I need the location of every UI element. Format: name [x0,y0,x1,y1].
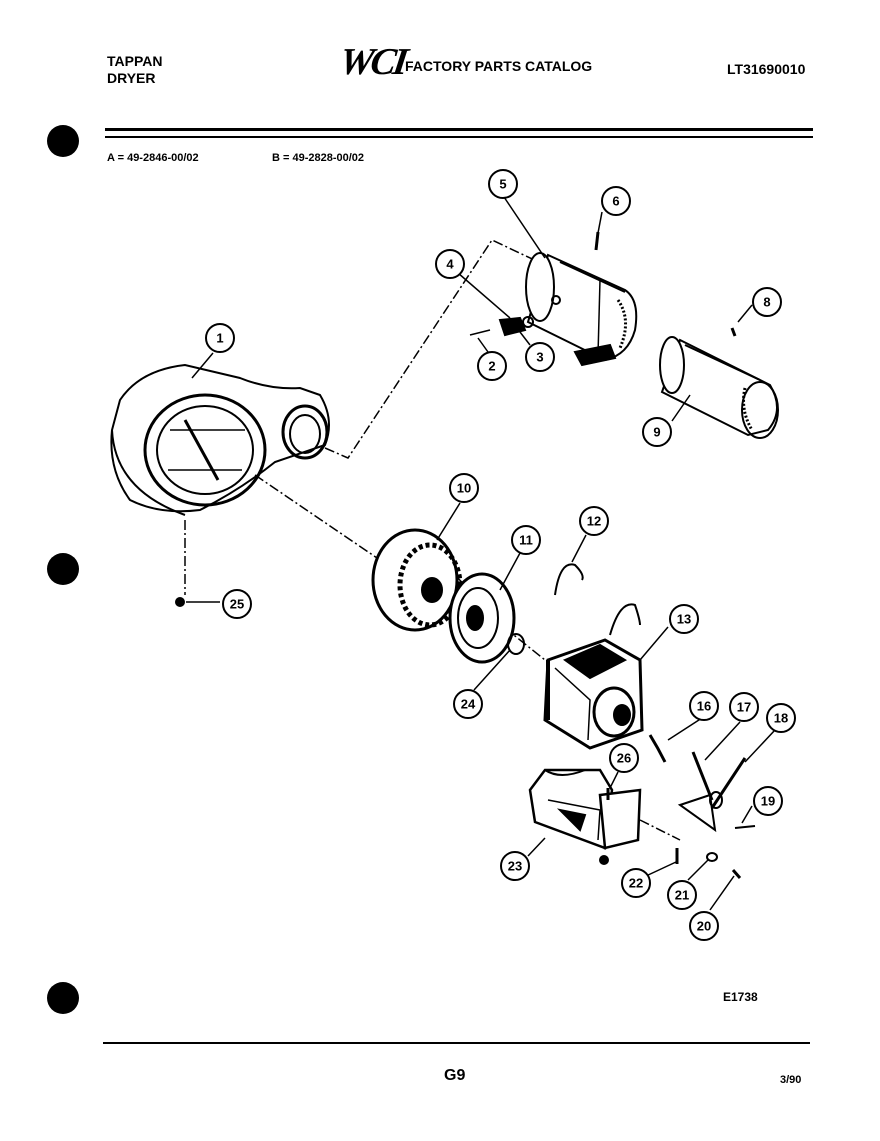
model-a: A = 49-2846-00/02 [107,152,199,164]
footer-rule [103,1042,810,1044]
callout-21: 21 [675,888,689,903]
callout-20: 20 [697,919,711,934]
callout-23: 23 [508,859,522,874]
screw-6 [594,231,600,251]
motor-mount [528,768,642,865]
strap-12 [554,563,584,596]
screw-8 [730,327,737,337]
screw-25 [175,597,185,607]
blower-wheel [371,528,463,632]
header-rule-top [105,128,813,131]
callout-22: 22 [629,876,643,891]
blower-housing [110,363,330,516]
brand-label: TAPPAN DRYER [107,53,162,87]
figure-code: E1738 [723,990,758,1004]
callout-16: 16 [697,699,711,714]
drive-motor [543,638,644,750]
callout-12: 12 [587,514,601,529]
callout-2: 2 [488,359,495,374]
catalog-date: 3/90 [780,1074,802,1086]
model-b: B = 49-2828-00/02 [272,152,365,164]
product-name: DRYER [107,70,156,86]
screw-19 [734,825,756,829]
binder-hole-middle [47,553,79,585]
thermostat-parts [469,316,534,337]
callout-11: 11 [519,533,533,548]
callout-5: 5 [499,177,506,192]
binder-hole-bottom [47,982,79,1014]
bearing [507,633,525,655]
catalog-title: FACTORY PARTS CATALOG [405,58,593,74]
heater-assembly [525,252,638,367]
heating-element [659,336,779,439]
callout-6: 6 [612,194,619,209]
callout-leaders [186,196,776,911]
clip-16 [648,734,667,763]
callout-10: 10 [457,481,471,496]
callout-26: 26 [617,751,631,766]
header-rule-bottom [105,136,813,138]
callout-circles [205,169,796,941]
binder-hole-top [47,125,79,157]
callout-18: 18 [774,711,788,726]
callout-1: 1 [216,331,223,346]
brand-name: TAPPAN [107,53,163,69]
callout-25: 25 [230,597,244,612]
callout-24: 24 [461,697,476,712]
callout-19: 19 [761,794,775,809]
strap-13 [609,603,641,636]
seal-plate [448,572,516,664]
callout-9: 9 [653,425,660,440]
callout-13: 13 [677,612,691,627]
callout-3: 3 [536,350,543,365]
page-number: G9 [444,1067,466,1084]
callout-17: 17 [737,700,751,715]
callout-4: 4 [446,257,454,272]
screw-20 [731,869,742,879]
idler-assembly [677,751,747,833]
catalog-number: LT31690010 [727,61,806,77]
washer-21 [706,852,718,862]
callout-8: 8 [763,295,770,310]
